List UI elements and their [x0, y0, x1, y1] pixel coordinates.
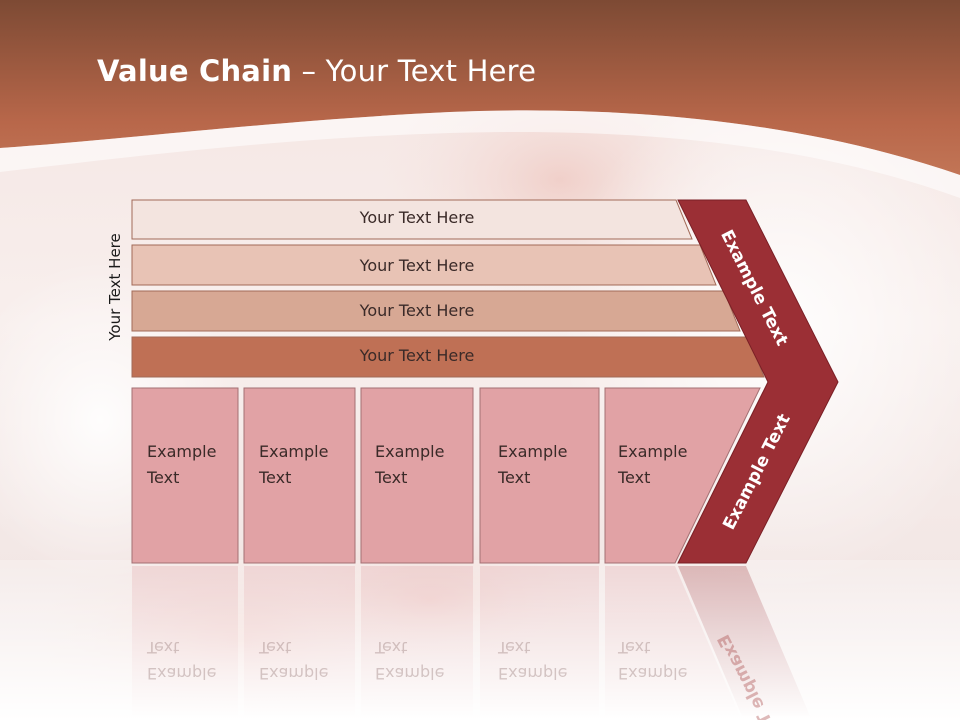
- box-2-refl-line-2: Text: [259, 638, 292, 657]
- box-4-refl-line-2: Text: [498, 638, 531, 657]
- box-label-3: Example Text: [375, 439, 475, 491]
- box-label-1: Example Text: [147, 439, 247, 491]
- box-1-line-2: Text: [147, 468, 180, 487]
- box-4-refl-line-1: Example: [498, 664, 568, 683]
- box-4-line-2: Text: [498, 468, 531, 487]
- box-label-2: Example Text: [259, 439, 359, 491]
- box-1-line-1: Example: [147, 442, 217, 461]
- box-label-5: Example Text: [618, 439, 718, 491]
- box-label-4: Example Text: [498, 439, 598, 491]
- box-reflection-1: Example Text: [147, 634, 247, 686]
- slide-title: Value Chain – Your Text Here: [97, 54, 536, 88]
- row-bar-2[interactable]: [131, 244, 717, 286]
- activity-box-4[interactable]: [479, 387, 600, 564]
- activity-box-5[interactable]: [604, 387, 761, 564]
- box-3-refl-line-1: Example: [375, 664, 445, 683]
- row-label-2: Your Text Here: [359, 256, 475, 275]
- box-2-line-2: Text: [259, 468, 292, 487]
- box-5-refl-line-1: Example: [618, 664, 688, 683]
- margin-chevron[interactable]: [677, 199, 839, 564]
- box-reflection-2: Example Text: [259, 634, 359, 686]
- title-bold: Value Chain: [97, 54, 293, 88]
- box-5-line-2: Text: [618, 468, 651, 487]
- box-1-refl-line-1: Example: [147, 664, 217, 683]
- activity-box-3[interactable]: [360, 387, 474, 564]
- row-label-1: Your Text Here: [359, 208, 475, 227]
- header-band: [0, 0, 960, 198]
- box-5-refl-line-2: Text: [618, 638, 651, 657]
- row-label-3: Your Text Here: [359, 301, 475, 320]
- activity-box-2[interactable]: [243, 387, 356, 564]
- box-3-line-2: Text: [375, 468, 408, 487]
- box-5-line-1: Example: [618, 442, 688, 461]
- row-label-4: Your Text Here: [359, 346, 475, 365]
- box-3-refl-line-2: Text: [375, 638, 408, 657]
- box-reflection-5: Example Text: [618, 634, 718, 686]
- box-1-refl-line-2: Text: [147, 638, 180, 657]
- row-bar-4[interactable]: [131, 336, 765, 378]
- box-3-line-1: Example: [375, 442, 445, 461]
- title-rest: – Your Text Here: [292, 54, 537, 88]
- box-2-refl-line-1: Example: [259, 664, 329, 683]
- box-4-line-1: Example: [498, 442, 568, 461]
- box-reflection-4: Example Text: [498, 634, 598, 686]
- row-bar-3[interactable]: [131, 290, 741, 332]
- box-reflection-3: Example Text: [375, 634, 475, 686]
- row-bar-1[interactable]: [131, 199, 693, 240]
- box-2-line-1: Example: [259, 442, 329, 461]
- activity-box-1[interactable]: [131, 387, 239, 564]
